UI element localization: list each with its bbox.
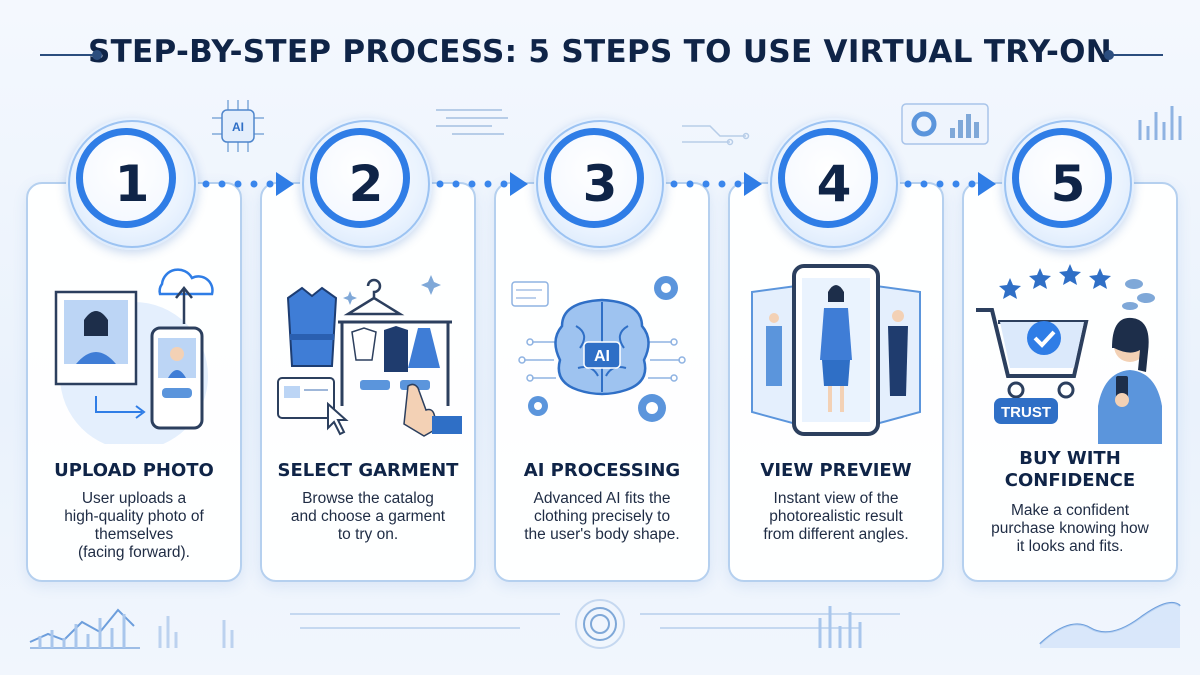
step-number-badge-4: 4 <box>768 118 900 250</box>
step-card-2: SELECT GARMENT Browse the catalog and ch… <box>260 182 476 582</box>
step-card-4: VIEW PREVIEW Instant view of the photore… <box>728 182 944 582</box>
dashboard-icon <box>901 103 989 145</box>
step-title: BUY WITH CONFIDENCE <box>1004 448 1136 491</box>
ai-chip-label: AI <box>232 120 244 134</box>
garment-rack-icon <box>277 275 462 437</box>
ai-brain-icon: AI <box>511 276 686 422</box>
phone-preview-icon <box>751 264 921 436</box>
bottom-decoration <box>29 599 1181 649</box>
ai-chip-icon: AI <box>212 100 264 152</box>
step-number: 1 <box>114 155 150 213</box>
circuit-lines-icon <box>682 125 750 146</box>
step-number-badge-5: 5 <box>1002 118 1134 250</box>
shopping-cart-trust-icon: TRUST <box>976 264 1162 444</box>
step-number-badge-2: 2 <box>300 118 432 250</box>
step-title: UPLOAD PHOTO <box>54 460 214 481</box>
trust-badge: TRUST <box>1001 404 1051 421</box>
step-number: 2 <box>348 155 384 213</box>
text-lines-icon <box>436 109 508 135</box>
title-rule-right <box>1108 54 1163 56</box>
title-dot-right <box>1104 50 1114 60</box>
ai-brain-label: AI <box>594 348 610 365</box>
step-title: SELECT GARMENT <box>277 460 459 481</box>
step-description: User uploads a high-quality photo of the… <box>64 490 204 561</box>
page-title: STEP-BY-STEP PROCESS: 5 STEPS TO USE VIR… <box>87 34 1113 70</box>
step-title: AI PROCESSING <box>523 460 681 481</box>
step-description: Advanced AI fits the clothing precisely … <box>524 490 680 543</box>
photo-upload-icon <box>54 268 214 444</box>
step-description: Browse the catalog and choose a garment … <box>290 490 446 543</box>
title-rule-left <box>40 54 95 56</box>
bar-chart-icon <box>1138 106 1182 140</box>
step-number-badge-3: 3 <box>534 118 666 250</box>
step-title: VIEW PREVIEW <box>760 460 912 481</box>
step-number-badge-1: 1 <box>66 118 198 250</box>
step-description: Make a confident purchase knowing how it… <box>991 502 1149 555</box>
title-dot-left <box>92 50 102 60</box>
step-number: 3 <box>582 155 618 213</box>
step-description: Instant view of the photorealistic resul… <box>763 490 909 543</box>
step-number: 4 <box>816 155 852 213</box>
step-number: 5 <box>1050 155 1086 213</box>
